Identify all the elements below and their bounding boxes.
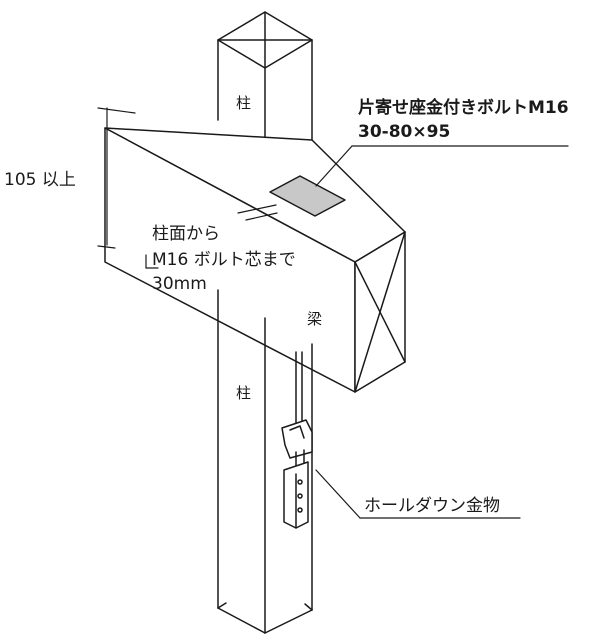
height-dimension-lines xyxy=(97,107,136,249)
lower-pillar-label: 柱 xyxy=(236,384,252,402)
beam-label: 梁 xyxy=(307,310,323,328)
washer-plate xyxy=(269,175,346,217)
holdown-leader-line xyxy=(315,469,521,519)
upper-pillar xyxy=(217,11,313,151)
offset-label-line3: 30mm xyxy=(152,274,207,294)
beam xyxy=(104,127,406,393)
bolt-leader-line xyxy=(315,145,569,187)
upper-pillar-label: 柱 xyxy=(236,94,252,112)
bolt-spec-label: 30-80×95 xyxy=(358,122,451,142)
bolt-title-label: 片寄せ座金付きボルトM16 xyxy=(358,98,569,118)
offset-label-line1: 柱面から xyxy=(152,224,220,244)
holdown-label: ホールダウン金物 xyxy=(364,496,500,516)
height-dimension-label: 105 以上 xyxy=(4,170,76,190)
lower-pillar xyxy=(217,289,313,634)
offset-label-line2: M16 ボルト芯まで xyxy=(152,250,296,270)
offset-dimension-lines xyxy=(145,204,278,269)
holdown-hardware xyxy=(281,351,313,529)
